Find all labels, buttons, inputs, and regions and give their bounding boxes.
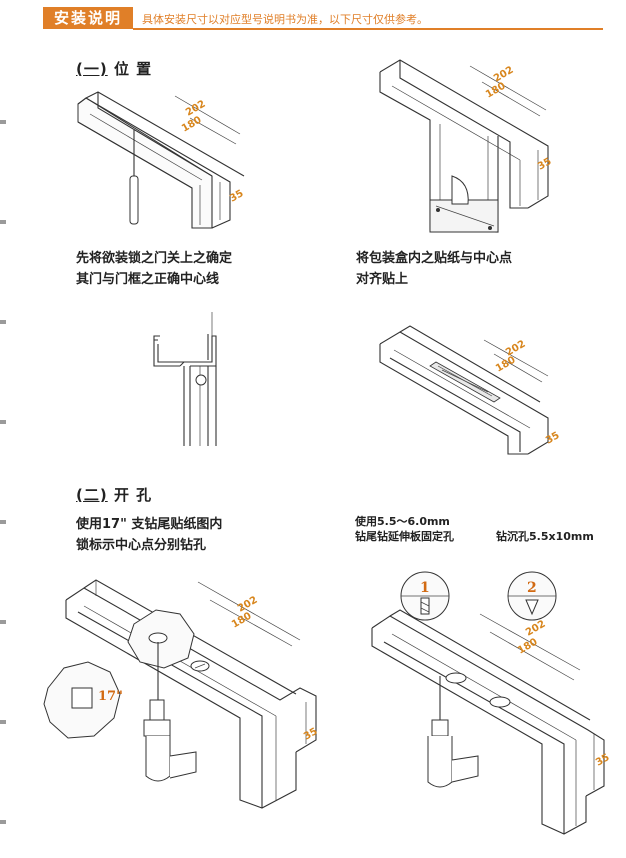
edge-dash — [0, 520, 6, 524]
marker-2: 2 — [527, 580, 537, 596]
dim-180: 180 — [484, 81, 508, 101]
dim-35: 35 — [594, 752, 612, 769]
dim-35: 35 — [544, 430, 562, 447]
dim-202: 202 — [504, 339, 528, 359]
section-prefix: (一) — [76, 60, 108, 78]
header-rule — [133, 28, 603, 30]
section-heading-position: (一) 位 置 — [76, 58, 152, 79]
caption-step4: 使用5.5～6.0mm 钻尾钻延伸板固定孔 — [355, 514, 454, 544]
edge-dash — [0, 320, 6, 324]
dim-35: 35 — [536, 156, 554, 173]
dim-202: 202 — [524, 619, 548, 639]
frame-diagram-2: 202 180 35 — [379, 59, 554, 233]
caption-line: 其门与门框之正确中心线 — [76, 272, 220, 287]
caption-step3: 使用17" 支钻尾贴纸图内 锁标示中心点分别钻孔 — [76, 514, 222, 556]
header: 安装说明 具体安装尺寸以对应型号说明书为准，以下尺寸仅供参考。 — [0, 0, 626, 40]
edge-dash — [0, 220, 6, 224]
profile-section — [153, 312, 217, 446]
caption-line: 先将欲装锁之门关上之确定 — [76, 251, 233, 266]
edge-dash — [0, 820, 6, 824]
dim-180: 180 — [180, 115, 204, 135]
dim-35: 35 — [302, 726, 320, 743]
caption-line: 使用5.5～6.0mm — [355, 515, 450, 528]
hex-size-label: 17" — [98, 689, 123, 704]
edge-dash — [0, 420, 6, 424]
section-title: 位 置 — [113, 60, 153, 78]
header-note: 具体安装尺寸以对应型号说明书为准，以下尺寸仅供参考。 — [142, 13, 428, 26]
marker-1: 1 — [420, 580, 430, 596]
caption-line: 钻尾钻延伸板固定孔 — [355, 530, 454, 543]
section-prefix: (二) — [76, 486, 108, 504]
edge-dash — [0, 620, 6, 624]
drilling-diagram-1: 202 180 35 17" — [43, 579, 320, 809]
section-heading-drilling: (二) 开 孔 — [76, 484, 152, 505]
edge-dash — [0, 720, 6, 724]
frame-diagram-3: 202 180 35 — [379, 325, 562, 455]
edge-dash — [0, 120, 6, 124]
caption-step4-countersink: 钻沉孔5.5x10mm — [496, 530, 594, 543]
caption-step1: 先将欲装锁之门关上之确定 其门与门框之正确中心线 — [76, 248, 232, 290]
caption-line: 锁标示中心点分别钻孔 — [76, 538, 207, 553]
dim-180: 180 — [494, 355, 518, 375]
dim-35: 35 — [228, 188, 246, 205]
dim-202: 202 — [492, 65, 516, 85]
caption-line: 使用17" 支钻尾贴纸图内 — [76, 517, 223, 532]
section-title: 开 孔 — [113, 486, 153, 504]
caption-line: 对齐贴上 — [356, 272, 409, 287]
drilling-diagram-2: 202 180 35 1 2 — [371, 571, 612, 835]
caption-line: 将包装盒内之贴纸与中心点 — [356, 251, 513, 266]
header-title: 安装说明 — [43, 7, 133, 29]
dim-180: 180 — [230, 611, 254, 631]
caption-step2: 将包装盒内之贴纸与中心点 对齐贴上 — [356, 248, 512, 290]
frame-diagram-1: 202 180 35 — [77, 91, 246, 229]
